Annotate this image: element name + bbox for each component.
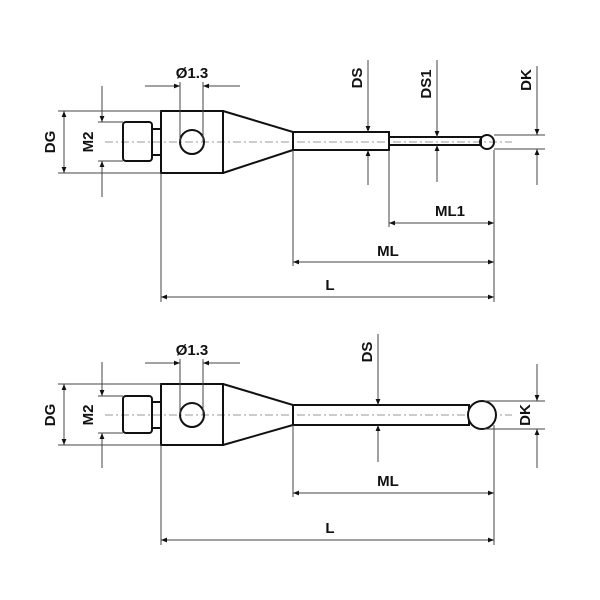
shaft xyxy=(292,131,390,151)
ball-tip xyxy=(467,400,497,430)
ml-label: ML xyxy=(377,473,399,490)
hole-diameter-label: Ø1.3 xyxy=(176,65,209,82)
ds-label: DS xyxy=(359,342,376,363)
dimensions: DG M2 Ø1.3 DS DS1 DK xyxy=(42,60,545,302)
m2-label: M2 xyxy=(80,132,97,153)
ball-tip xyxy=(479,134,495,150)
dk-label: DK xyxy=(517,404,534,426)
dimensions: DG M2 Ø1.3 DS DK xyxy=(42,334,545,545)
stylus-outline xyxy=(122,383,497,446)
l-label: L xyxy=(325,520,334,537)
m2-label: M2 xyxy=(80,405,97,426)
ds1-label: DS1 xyxy=(418,69,435,98)
dg-label: DG xyxy=(42,131,59,154)
body-block xyxy=(160,110,224,174)
l-label: L xyxy=(325,277,334,294)
dk-label: DK xyxy=(518,69,535,91)
body-block xyxy=(160,383,224,446)
ml1-label: ML1 xyxy=(435,203,465,220)
ds-label: DS xyxy=(349,68,366,89)
bottom-stylus-drawing: DG M2 Ø1.3 DS DK xyxy=(42,334,545,545)
stem xyxy=(388,136,482,146)
dg-label: DG xyxy=(42,404,59,427)
hole-diameter-label: Ø1.3 xyxy=(176,342,209,359)
ml-label: ML xyxy=(377,243,399,260)
top-stylus-drawing: DG M2 Ø1.3 DS DS1 DK xyxy=(42,60,545,302)
